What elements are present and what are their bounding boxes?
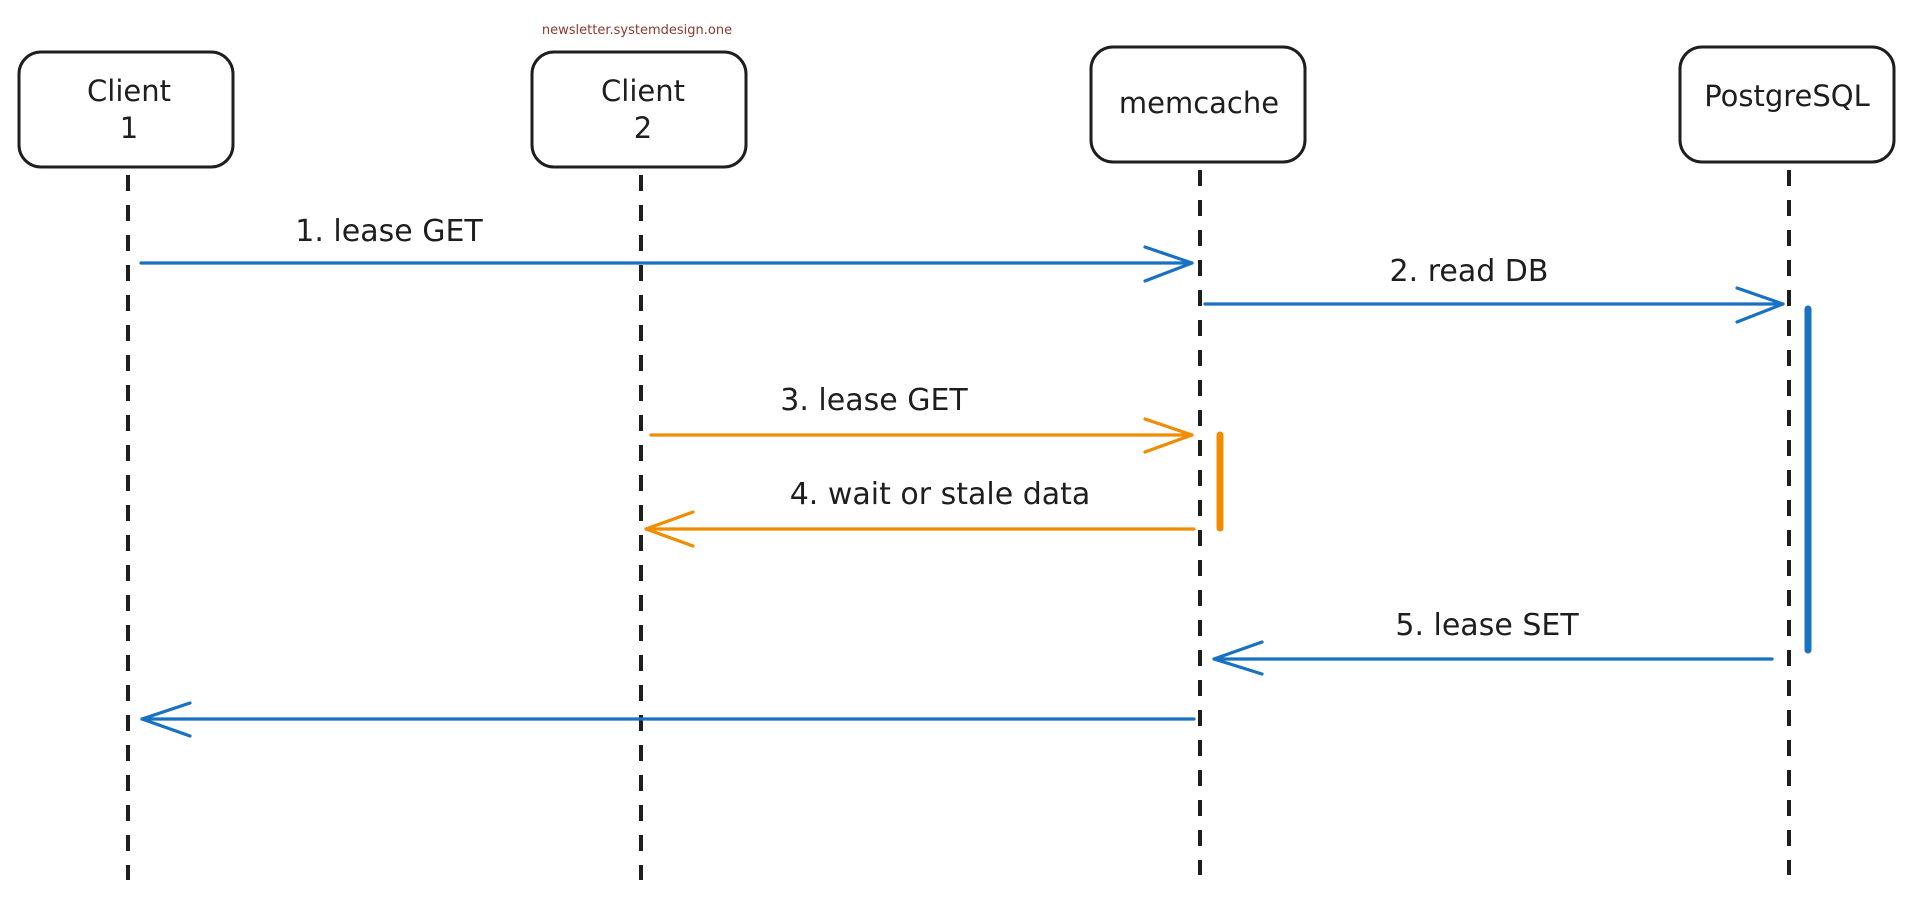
message-2-label: 2. read DB <box>1390 254 1549 289</box>
arrowhead-right-icon <box>1143 417 1194 454</box>
message-4-wait-or-stale-data: 4. wait or stale data <box>644 477 1196 548</box>
message-1-label: 1. lease GET <box>295 214 483 249</box>
actor-client2-label-line1: Client <box>601 74 685 108</box>
message-4-label: 4. wait or stale data <box>790 477 1091 512</box>
message-2-read-db: 2. read DB <box>1203 254 1785 324</box>
message-3-label: 3. lease GET <box>780 383 968 418</box>
arrowhead-left-icon <box>1212 640 1264 676</box>
arrowhead-right-icon <box>1143 245 1194 283</box>
actor-client1-label-line2: 1 <box>120 111 138 145</box>
actor-client2-label-line2: 2 <box>634 111 652 145</box>
message-5-lease-set: 5. lease SET <box>1212 608 1774 676</box>
arrowhead-left-icon <box>644 510 695 548</box>
actor-memcache: memcache <box>1089 45 1307 164</box>
actor-client1: Client 1 <box>17 50 235 169</box>
actor-client1-label-line1: Client <box>87 74 171 108</box>
watermark: newsletter.systemdesign.one <box>542 23 732 38</box>
actor-postgres-label: PostgreSQL <box>1704 79 1870 113</box>
message-3-lease-get: 3. lease GET <box>649 383 1194 454</box>
message-5-label: 5. lease SET <box>1395 608 1579 643</box>
actor-client2: Client 2 <box>530 50 748 169</box>
actor-postgres: PostgreSQL <box>1678 45 1896 164</box>
message-1-lease-get: 1. lease GET <box>139 214 1194 283</box>
arrowhead-right-icon <box>1735 286 1785 324</box>
message-6-response <box>140 701 1196 738</box>
arrowhead-left-icon <box>140 701 192 738</box>
actor-memcache-label: memcache <box>1119 86 1279 120</box>
